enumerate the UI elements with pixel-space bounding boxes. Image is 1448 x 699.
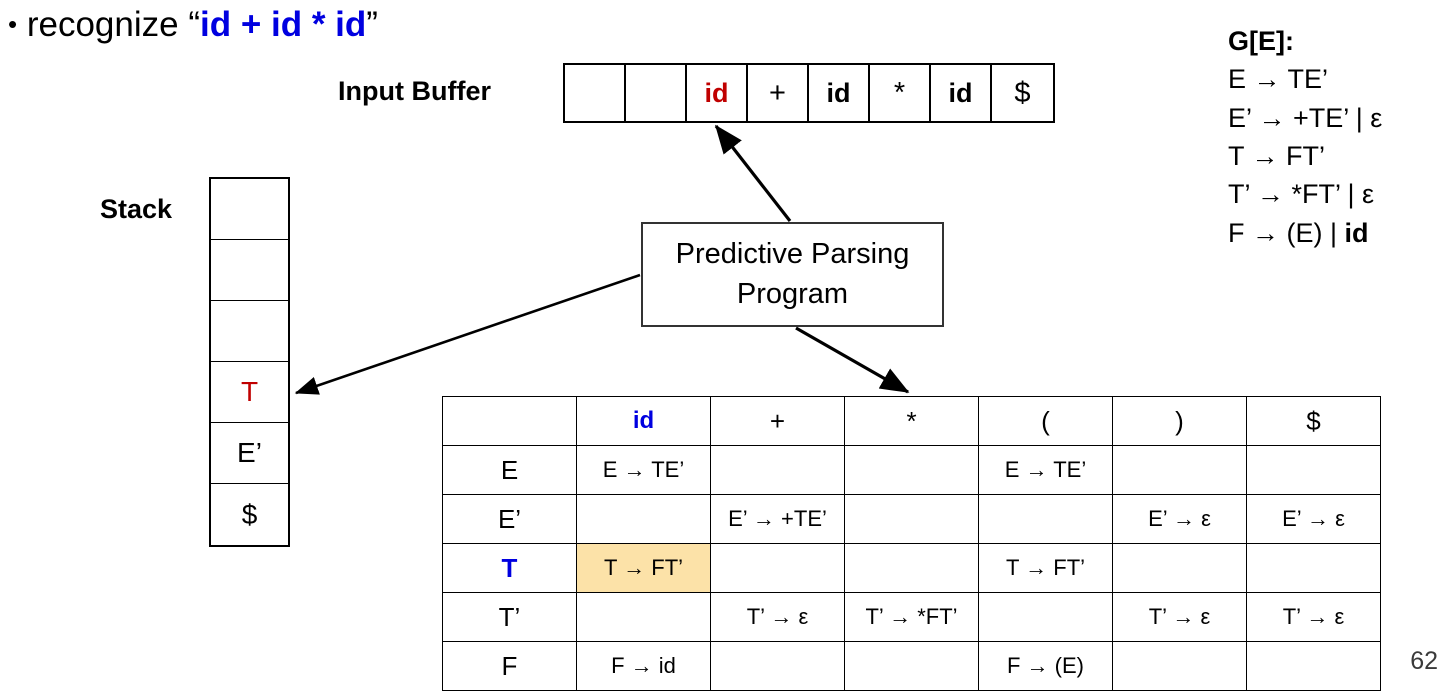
parsing-table-cell: E → TE’ [576,445,711,495]
parsing-table-header-cell: + [710,396,845,446]
input-buffer-cell: * [870,65,931,121]
parsing-table-cell [978,592,1113,642]
parsing-table-header-id: id [576,396,711,446]
parsing-table-cell [576,494,711,544]
bullet-dot-icon: • [8,9,18,39]
expr-token-star: * [302,5,336,44]
input-buffer-cell: $ [1014,76,1031,109]
parsing-table-cell [710,543,845,593]
input-buffer-cell: id [687,65,748,121]
parsing-table-cell [1246,445,1381,495]
stack-cell: T [211,362,288,423]
arrow-program-to-input-buffer [714,124,792,222]
grammar-rule-eprime: E’ → +TE’ | ε [1228,102,1383,133]
parsing-table-cell [710,445,845,495]
stack-cell [211,301,288,362]
arrow-program-to-stack [294,273,641,395]
parsing-table-cell: T → FT’ [978,543,1113,593]
grammar-rule-e: E → TE’ [1228,64,1329,95]
input-buffer: id+id*id$ [563,63,1055,123]
expr-token-plus: + [231,5,271,44]
stack-label: Stack [100,194,173,224]
program-box-line-1: Predictive Parsing [675,238,910,271]
parsing-table-row-label: E’ [442,494,577,544]
parsing-table-cell [1246,543,1381,593]
parsing-table-cell [1246,641,1381,691]
parsing-table-cell: T → FT’ [576,543,711,593]
grammar-block: G[E]: E → TE’ E’ → +TE’ | ε T → FT’ T’ →… [1228,22,1382,252]
parsing-table-cell [844,543,979,593]
parsing-table-cell: E’ → ε [1112,494,1247,544]
program-box-line-2: Program [736,277,849,310]
page-number: 62 [1410,647,1438,675]
input-buffer-cell: id [931,65,992,121]
parsing-table-row-label: T’ [442,592,577,642]
stack-cell: $ [241,498,258,530]
parsing-table-cell: F → (E) [978,641,1113,691]
parsing-table-cell: T’ → ε [1112,592,1247,642]
parsing-table-cell: E’ → ε [1246,494,1381,544]
parsing-table-header-cell: ( [978,396,1113,446]
arrow-program-to-parsing-table [795,326,910,394]
grammar-rule-f: F → (E) | id [1228,214,1382,252]
input-buffer-cell [565,65,626,121]
parsing-table-row-label: E [442,445,577,495]
grammar-title: G[E]: [1228,26,1294,56]
expr-token-id-2: id [270,5,303,44]
parsing-table-cell [844,494,979,544]
parsing-table-cell: E’ → +TE’ [710,494,845,544]
grammar-rule-f-prefix: F → (E) | [1228,217,1345,248]
parsing-table-cell [576,592,711,642]
input-buffer-cell: + [748,65,809,121]
stack-cell [211,179,288,240]
parsing-table-cell: T’ → *FT’ [844,592,979,642]
parsing-table-corner-cell [442,396,577,446]
expr-token-id-1: id [199,5,232,44]
parsing-table-header-cell: * [844,396,979,446]
parsing-table-cell: T’ → ε [1246,592,1381,642]
bullet-text-prefix: recognize [26,5,189,44]
parsing-table-cell [1112,641,1247,691]
parsing-table-header-cell: $ [1246,396,1381,446]
grammar-rule-t: T → FT’ [1228,140,1325,171]
open-quote: “ [188,5,200,44]
parsing-table-row-label: T [442,543,577,593]
parsing-table-header-cell: ) [1112,396,1247,446]
parsing-table-header-row: id+*()$ [442,396,1381,446]
parsing-table-cell [1112,543,1247,593]
input-buffer-label: Input Buffer [338,76,491,106]
parsing-table-row-label: F [442,641,577,691]
predictive-parsing-program-box: Predictive Parsing Program [641,222,944,327]
parsing-table-cell [1112,445,1247,495]
stack-cell: E’ [211,423,288,484]
expr-token-id-3: id [335,5,367,44]
parsing-table-cell [844,641,979,691]
bullet-line: • recognize “id + id * id” [8,5,378,45]
parsing-table-cell [844,445,979,495]
parsing-table-cell: F → id [576,641,711,691]
stack-cell [211,240,288,301]
close-quote: ” [366,5,378,44]
parsing-table-cell [710,641,845,691]
parsing-table-cell [978,494,1113,544]
grammar-rule-f-id: id [1344,217,1369,248]
grammar-rule-tprime: T’ → *FT’ | ε [1228,179,1375,210]
parsing-table-cell: T’ → ε [710,592,845,642]
input-buffer-cell: id [809,65,870,121]
parsing-table-cell: E → TE’ [978,445,1113,495]
input-buffer-cell [626,65,687,121]
